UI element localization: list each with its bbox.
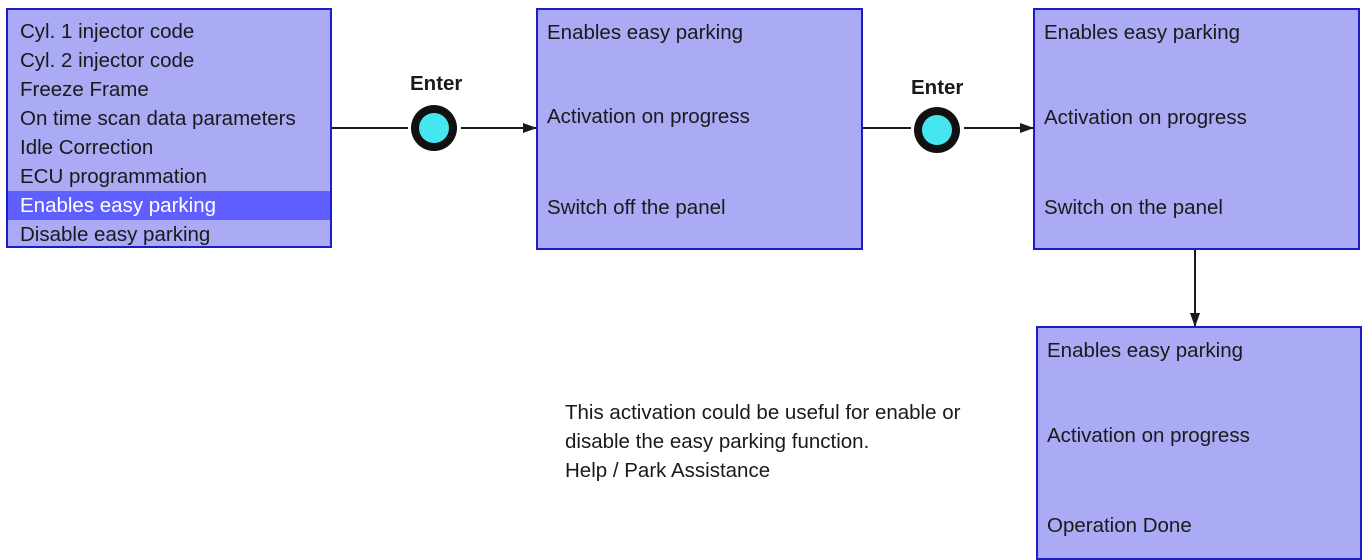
screen-instruction: Switch on the panel — [1044, 196, 1223, 219]
screen-title: Enables easy parking — [1047, 339, 1244, 362]
menu-item-freeze-frame[interactable]: Freeze Frame — [20, 78, 149, 101]
screen-title: Enables easy parking — [1044, 21, 1241, 44]
screen-switch-off: Enables easy parking Activation on progr… — [536, 8, 863, 250]
screen-operation-done: Enables easy parking Activation on progr… — [1036, 326, 1362, 560]
screen-instruction: Switch off the panel — [547, 196, 726, 219]
menu-item-cyl2-injector-code[interactable]: Cyl. 2 injector code — [20, 49, 195, 72]
screen-status: Activation on progress — [547, 105, 750, 128]
menu-item-scan-data-parameters[interactable]: On time scan data parameters — [20, 107, 296, 130]
help-note-line: disable the easy parking function. — [565, 430, 870, 453]
screen-switch-on: Enables easy parking Activation on progr… — [1033, 8, 1360, 250]
menu-item-enables-easy-parking[interactable]: Enables easy parking — [8, 191, 330, 220]
enter-button-2[interactable] — [914, 107, 960, 153]
enter-label-1: Enter — [410, 72, 463, 95]
help-note-line: This activation could be useful for enab… — [565, 401, 961, 424]
menu-item-idle-correction[interactable]: Idle Correction — [20, 136, 154, 159]
menu-item-disable-easy-parking[interactable]: Disable easy parking — [20, 223, 211, 246]
screen-title: Enables easy parking — [547, 21, 744, 44]
screen-instruction: Operation Done — [1047, 514, 1192, 537]
menu-item-cyl1-injector-code[interactable]: Cyl. 1 injector code — [20, 20, 195, 43]
help-note: This activation could be useful for enab… — [565, 398, 960, 485]
screen-status: Activation on progress — [1047, 424, 1250, 447]
enter-button-1[interactable] — [411, 105, 457, 151]
screen-status: Activation on progress — [1044, 106, 1247, 129]
menu-item-ecu-programmation[interactable]: ECU programmation — [20, 165, 207, 188]
function-menu: Cyl. 1 injector code Cyl. 2 injector cod… — [6, 8, 332, 248]
enter-label-2: Enter — [911, 76, 964, 99]
help-note-reference: Help / Park Assistance — [565, 459, 771, 482]
